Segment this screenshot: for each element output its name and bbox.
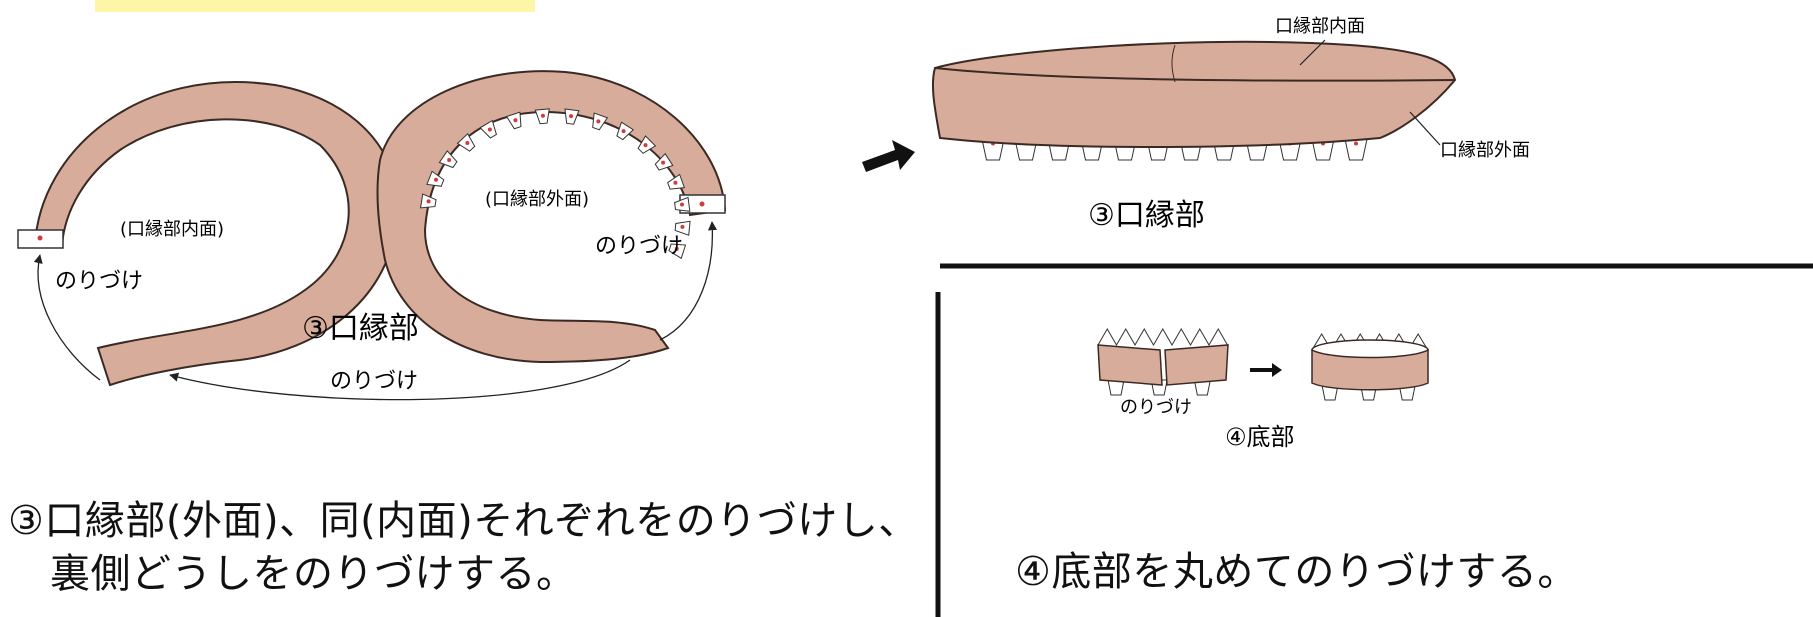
glue-arrow-right	[659, 221, 718, 341]
base-glue-label: のりづけ	[1120, 397, 1192, 418]
glue-dot	[674, 246, 679, 251]
base-step-arrow-icon	[1250, 363, 1282, 377]
glue-dot	[643, 143, 648, 148]
glue-arrow-left	[33, 254, 101, 381]
base-before-glue	[1097, 328, 1229, 396]
glue-dot	[433, 177, 438, 182]
leader-inner-face	[1299, 39, 1326, 66]
glue-dot	[513, 118, 518, 123]
glue-dot	[37, 235, 43, 241]
inner-face-label: (口縁部内面)	[120, 219, 224, 240]
outer-face-callout: 口縁部外面	[1440, 140, 1530, 161]
glue-dot	[465, 140, 470, 145]
glue-dot	[1354, 141, 1358, 146]
glue-dot	[661, 160, 666, 165]
glue-dot	[487, 127, 492, 132]
glue-arrow-bottom	[169, 359, 631, 401]
glue-dot	[679, 202, 684, 207]
glue-dot	[596, 119, 601, 124]
base-after-glue	[1311, 333, 1429, 401]
glue-dot	[447, 157, 452, 162]
glue-label-right: のりづけ	[595, 234, 683, 259]
glue-tab	[668, 243, 687, 260]
rim-outer-face-strip	[376, 70, 727, 364]
step-arrow-icon	[862, 140, 915, 172]
leader-outer-face	[1409, 111, 1441, 146]
rim-tab-row	[419, 108, 691, 260]
assembled-rim	[931, 40, 1457, 161]
title-highlight-strip	[95, 0, 535, 12]
base-tab-zigzag	[1097, 328, 1228, 346]
caption-left-line2: 裏側どうしをのりづけする。	[50, 551, 577, 597]
glue-dot	[699, 201, 705, 207]
glue-dot	[540, 113, 545, 118]
glue-label-left: のりづけ	[55, 269, 143, 294]
caption-left-line1: ③口縁部(外面)、同(内面)それぞれをのりづけし、	[8, 498, 919, 544]
glue-dot	[569, 114, 574, 119]
part-label-rim-right: ③口縁部	[1088, 198, 1205, 233]
outer-face-label: (口縁部外面)	[485, 189, 589, 210]
glue-dot	[426, 199, 431, 204]
part-label-rim-left: ③口縁部	[302, 311, 419, 346]
glue-dot	[673, 180, 678, 185]
part-label-base: ④底部	[1225, 423, 1295, 451]
inner-face-callout: 口縁部内面	[1275, 16, 1365, 37]
glue-label-bottom: のりづけ	[330, 369, 418, 394]
glue-dot	[621, 129, 626, 134]
caption-right: ④底部を丸めてのりづけする。	[1015, 549, 1578, 595]
glue-dot	[680, 224, 685, 229]
rim-inner-face-strip	[17, 81, 399, 387]
